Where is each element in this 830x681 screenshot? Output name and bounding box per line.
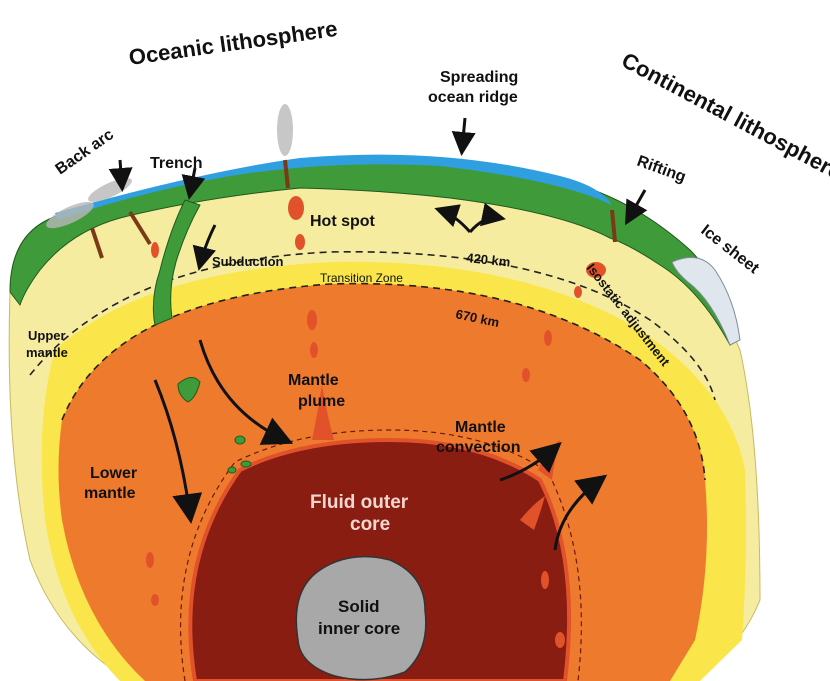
spreading-ridge-label-2: ocean ridge: [428, 89, 518, 106]
rifting-label: Rifting: [635, 153, 688, 186]
mantle-plume-label-1: Mantle: [288, 372, 339, 389]
trench-label: Trench: [150, 155, 202, 172]
upper-mantle-label-2: mantle: [26, 345, 68, 360]
inner-core-label-1: Solid: [338, 597, 380, 616]
back-arc-arrow: [120, 160, 122, 186]
subduction-label: Subduction: [212, 254, 284, 269]
back-arc-label: Back arc: [53, 126, 117, 178]
inner-core-label-2: inner core: [318, 619, 400, 638]
mantle-convection-label-1: Mantle: [455, 419, 506, 436]
lower-mantle-label-1: Lower: [90, 465, 137, 482]
mantle-plume-label-2: plume: [298, 393, 345, 410]
lower-mantle-label-2: mantle: [84, 485, 136, 502]
mantle-convection-label-2: convection: [436, 439, 520, 456]
transition-zone-label: Transition Zone: [320, 271, 403, 285]
oceanic-lithosphere-label: Oceanic lithosphere: [127, 16, 339, 70]
upper-mantle-label-1: Upper: [28, 328, 66, 343]
spreading-ridge-label-1: Spreading: [440, 69, 518, 86]
outer-core-label-1: Fluid outer: [310, 492, 409, 513]
outer-core-label-2: core: [350, 514, 390, 535]
hot-spot-label: Hot spot: [310, 213, 376, 230]
ridge-arrow: [462, 118, 465, 150]
